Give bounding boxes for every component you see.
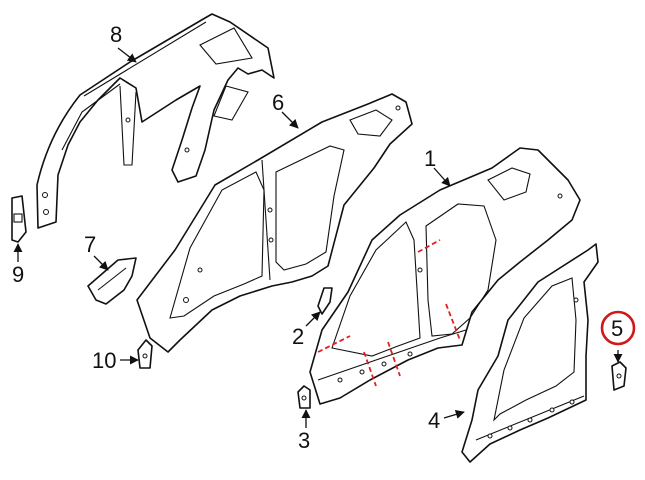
- part-6-inner-side-panel: [136, 93, 413, 353]
- callout-5: 5: [611, 316, 623, 341]
- callout-6: 6: [272, 90, 284, 115]
- leader-lines: [13, 47, 623, 428]
- callout-3: 3: [298, 428, 310, 453]
- part-5-bracket: [611, 361, 627, 391]
- part-1-outer-side-panel: [309, 147, 581, 405]
- callout-4: 4: [428, 408, 440, 433]
- part-3-bracket: [297, 385, 311, 409]
- callout-7: 7: [84, 232, 96, 257]
- callout-1: 1: [424, 146, 436, 171]
- part-10-bracket: [137, 339, 153, 369]
- callout-9: 9: [12, 262, 24, 287]
- part-4-rocker-panel: [461, 243, 599, 463]
- highlight-ring: [600, 310, 636, 346]
- callout-8: 8: [110, 22, 122, 47]
- callout-2: 2: [292, 324, 304, 349]
- part-2-reinforcement: [317, 287, 333, 315]
- part-7-bracket: [87, 257, 137, 305]
- part-9-bracket: [11, 195, 27, 243]
- part-8-roof-rail-quarter: [36, 13, 275, 229]
- callout-10: 10: [92, 348, 116, 373]
